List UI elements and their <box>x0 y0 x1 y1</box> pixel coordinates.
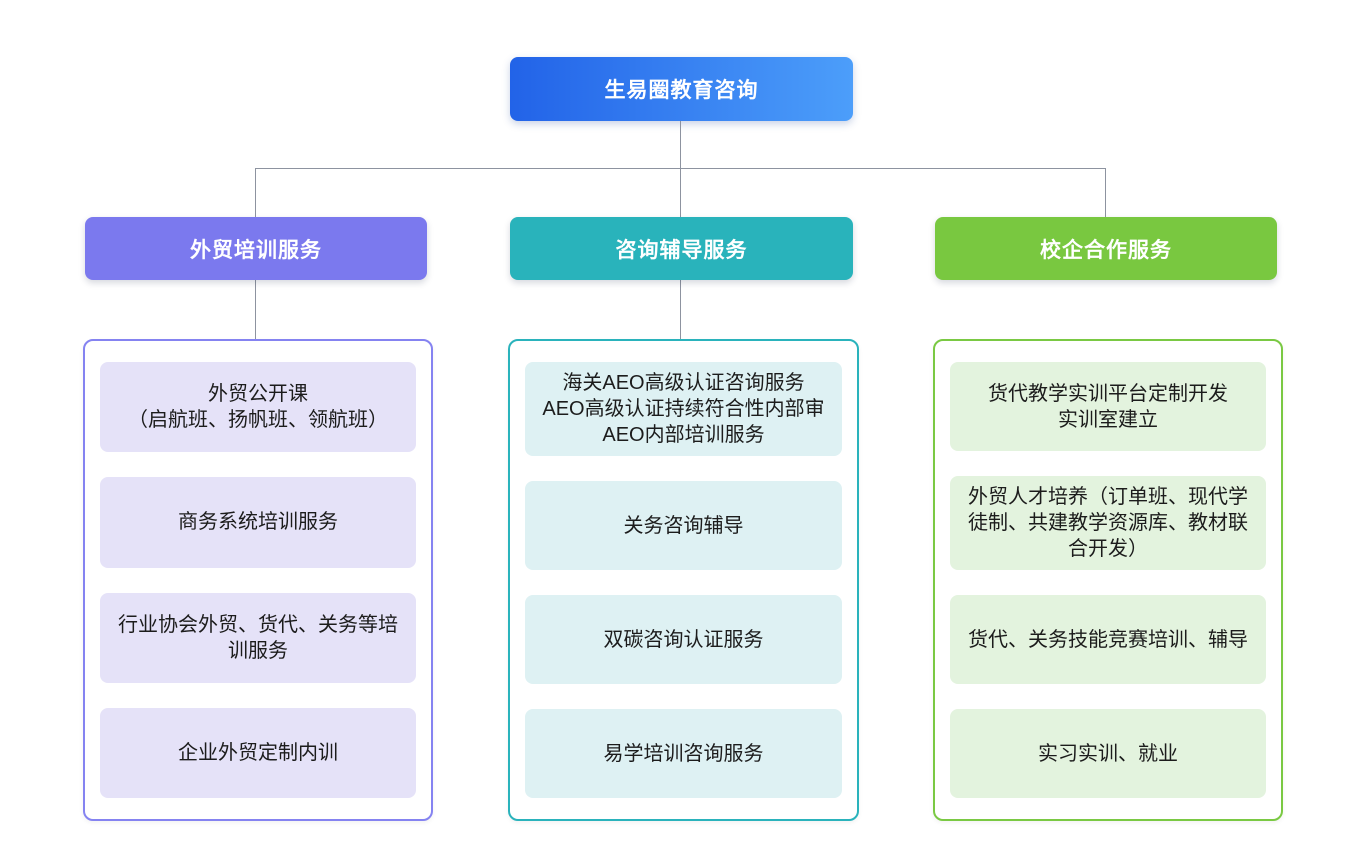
branch-header-school-enterprise-cooperation: 校企合作服务 <box>935 217 1277 280</box>
branch-consulting-coaching: 咨询辅导服务 海关AEO高级认证咨询服务 AEO高级认证持续符合性内部审 AEO… <box>508 217 859 821</box>
leaf-node-label: 外贸公开课 （启航班、扬帆班、领航班） <box>128 383 388 432</box>
leaf-node: 货代教学实训平台定制开发 实训室建立 <box>950 362 1266 451</box>
leaf-node: 外贸人才培养（订单班、现代学 徒制、共建教学资源库、教材联 合开发） <box>950 476 1266 570</box>
branch-header-label: 咨询辅导服务 <box>615 238 748 262</box>
leaf-node: 易学培训咨询服务 <box>525 709 842 798</box>
leaf-node-label: 商务系统培训服务 <box>178 511 338 534</box>
leaf-node: 实习实训、就业 <box>950 709 1266 798</box>
branch-panel-consulting-coaching: 海关AEO高级认证咨询服务 AEO高级认证持续符合性内部审 AEO内部培训服务 … <box>508 339 859 821</box>
leaf-node-label: 行业协会外贸、货代、关务等培 训服务 <box>118 613 398 662</box>
leaf-node-label: 实习实训、就业 <box>1038 742 1178 765</box>
connector-header-panel-middle <box>680 280 681 339</box>
leaf-node: 企业外贸定制内训 <box>100 707 416 798</box>
leaf-node-label: 企业外贸定制内训 <box>178 741 338 764</box>
connector-header-panel-left <box>255 280 256 339</box>
leaf-node-label: 海关AEO高级认证咨询服务 AEO高级认证持续符合性内部审 AEO内部培训服务 <box>542 372 825 446</box>
leaf-node: 货代、关务技能竞赛培训、辅导 <box>950 595 1266 684</box>
branch-panel-school-enterprise-cooperation: 货代教学实训平台定制开发 实训室建立 外贸人才培养（订单班、现代学 徒制、共建教… <box>933 339 1283 821</box>
branch-school-enterprise-cooperation: 校企合作服务 货代教学实训平台定制开发 实训室建立 外贸人才培养（订单班、现代学… <box>933 217 1283 821</box>
root-node-label: 生易圈教育咨询 <box>604 79 759 102</box>
connector-drop-right <box>1105 168 1106 217</box>
leaf-node-label: 外贸人才培养（订单班、现代学 徒制、共建教学资源库、教材联 合开发） <box>968 486 1248 560</box>
leaf-node-label: 货代、关务技能竞赛培训、辅导 <box>968 628 1248 651</box>
leaf-node: 外贸公开课 （启航班、扬帆班、领航班） <box>100 362 416 453</box>
leaf-node: 行业协会外贸、货代、关务等培 训服务 <box>100 592 416 683</box>
leaf-node: 海关AEO高级认证咨询服务 AEO高级认证持续符合性内部审 AEO内部培训服务 <box>525 362 842 456</box>
leaf-node-label: 易学培训咨询服务 <box>603 742 764 765</box>
leaf-node: 关务咨询辅导 <box>525 481 842 570</box>
connector-drop-left <box>255 168 256 217</box>
branch-header-label: 校企合作服务 <box>1040 238 1172 262</box>
branch-header-foreign-trade-training: 外贸培训服务 <box>85 217 427 280</box>
root-node: 生易圈教育咨询 <box>510 57 853 121</box>
branch-header-consulting-coaching: 咨询辅导服务 <box>510 217 853 280</box>
branch-panel-foreign-trade-training: 外贸公开课 （启航班、扬帆班、领航班） 商务系统培训服务 行业协会外贸、货代、关… <box>83 339 433 821</box>
branch-foreign-trade-training: 外贸培训服务 外贸公开课 （启航班、扬帆班、领航班） 商务系统培训服务 行业协会… <box>83 217 433 821</box>
leaf-node-label: 货代教学实训平台定制开发 实训室建立 <box>988 382 1228 431</box>
connector-root-down <box>680 121 681 168</box>
branch-header-label: 外贸培训服务 <box>190 238 322 262</box>
connector-drop-middle <box>680 168 681 217</box>
leaf-node: 商务系统培训服务 <box>100 477 416 568</box>
leaf-node-label: 双碳咨询认证服务 <box>603 628 764 651</box>
leaf-node: 双碳咨询认证服务 <box>525 595 842 684</box>
leaf-node-label: 关务咨询辅导 <box>623 514 744 537</box>
